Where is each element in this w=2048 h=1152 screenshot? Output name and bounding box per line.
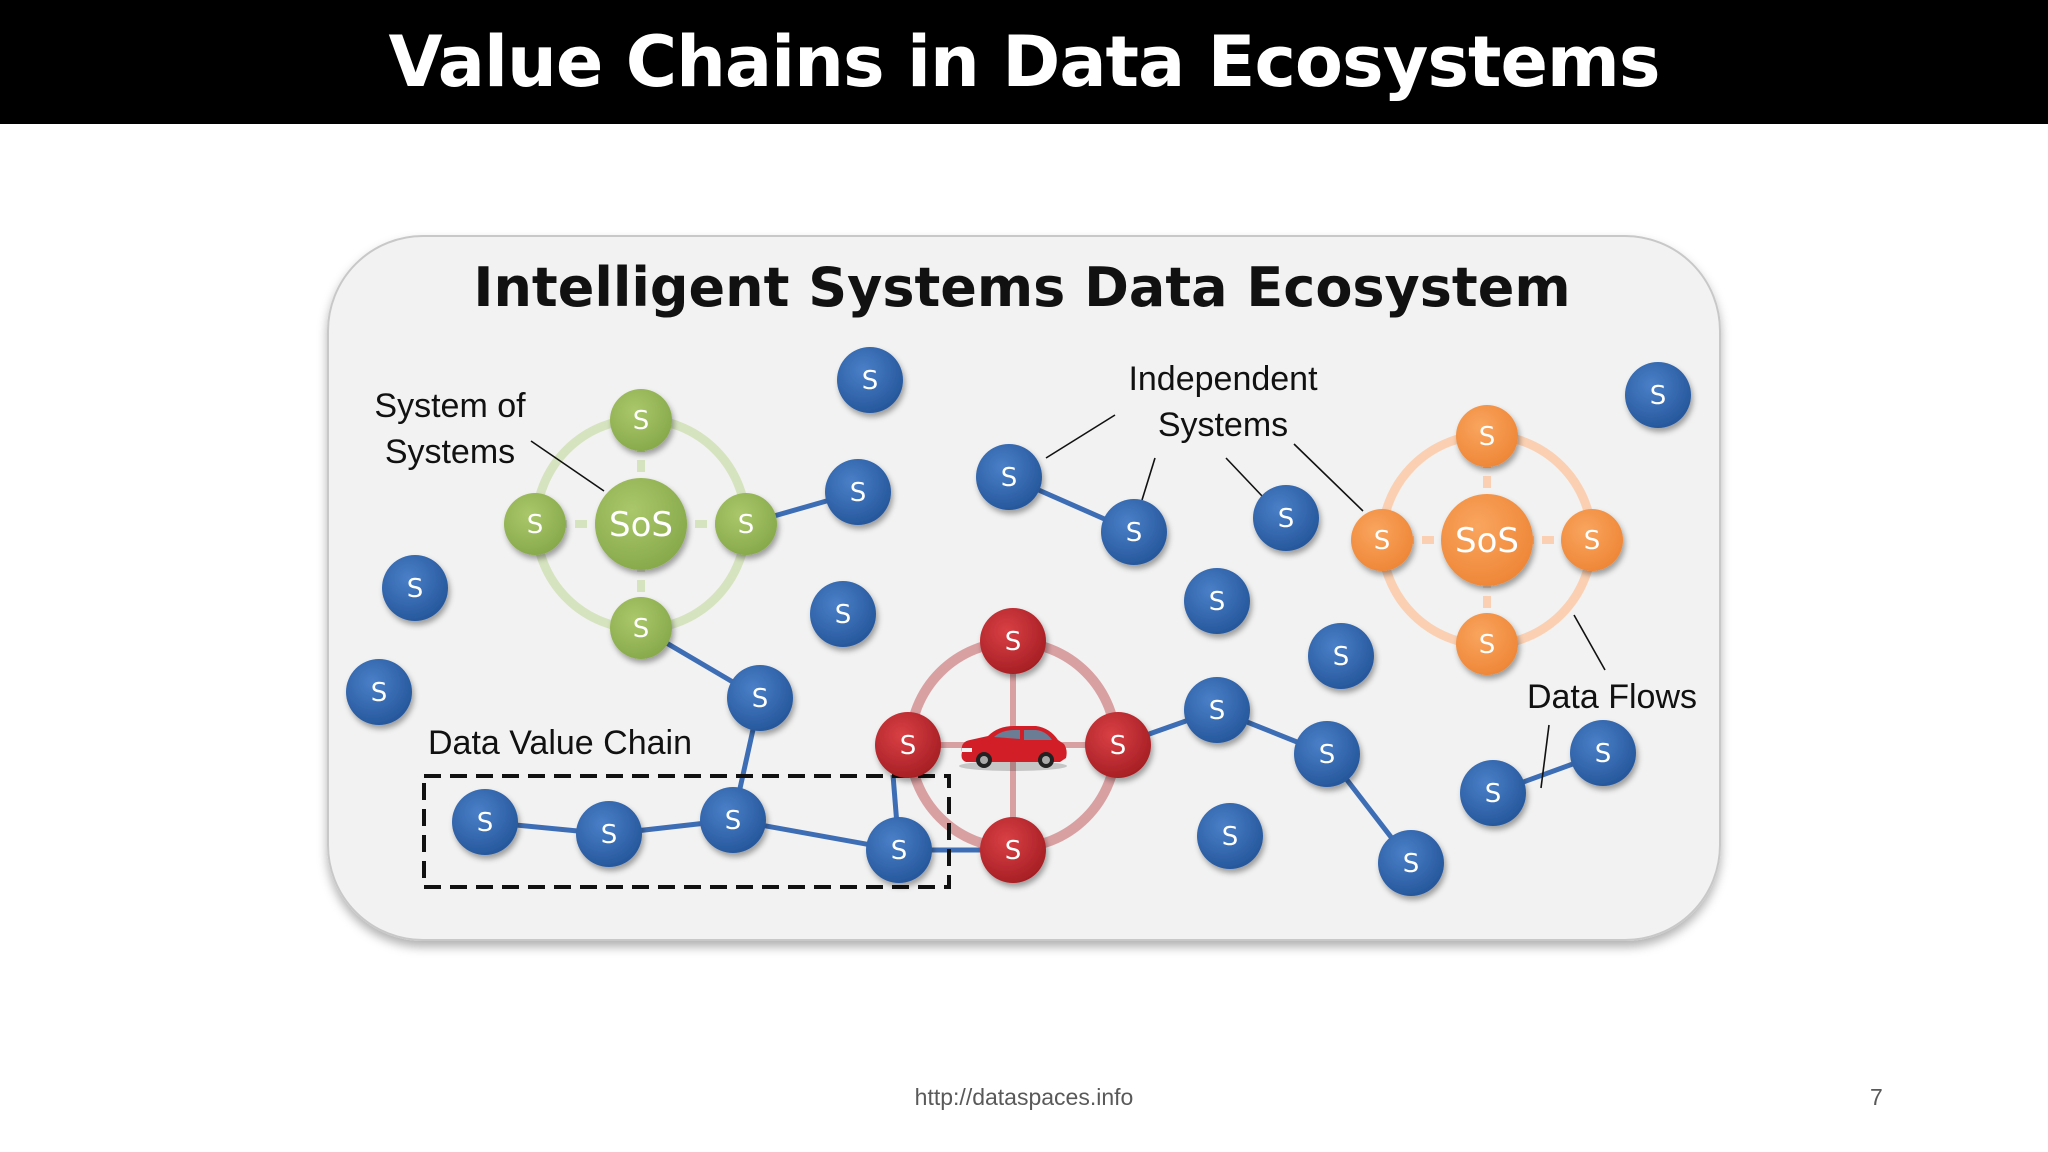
- svg-text:S: S: [1005, 836, 1022, 866]
- svg-text:S: S: [633, 614, 650, 644]
- label-system-of-line2: Systems: [385, 433, 515, 471]
- footer-url: http://dataspaces.info: [914, 1084, 1134, 1110]
- blue-node: S: [1101, 499, 1167, 565]
- svg-text:S: S: [1485, 779, 1502, 809]
- svg-text:S: S: [1005, 627, 1022, 657]
- svg-text:S: S: [1403, 849, 1420, 879]
- orange-node: S: [1456, 405, 1518, 467]
- svg-text:S: S: [862, 366, 879, 396]
- blue-node: S: [346, 659, 412, 725]
- blue-node: S: [866, 817, 932, 883]
- svg-text:S: S: [1209, 587, 1226, 617]
- svg-text:S: S: [633, 406, 650, 436]
- red-node: S: [980, 608, 1046, 674]
- blue-node: S: [1294, 721, 1360, 787]
- green-sos-hub: SoS: [595, 478, 687, 570]
- label-independent-line2: Systems: [1158, 406, 1288, 444]
- svg-text:S: S: [477, 808, 494, 838]
- label-independent-line1: Independent: [1128, 360, 1318, 398]
- red-node: S: [875, 712, 941, 778]
- svg-text:S: S: [725, 806, 742, 836]
- blue-node: S: [382, 555, 448, 621]
- svg-text:S: S: [601, 820, 618, 850]
- red-node: S: [1085, 712, 1151, 778]
- title-bar: Value Chains in Data Ecosystems: [0, 0, 2048, 124]
- page-number: 7: [1870, 1084, 1883, 1110]
- green-node: S: [610, 389, 672, 451]
- ecosystem-panel: [327, 235, 1721, 941]
- blue-node: S: [810, 581, 876, 647]
- blue-node: S: [1378, 830, 1444, 896]
- orange-sos-hub: SoS: [1441, 494, 1533, 586]
- blue-node: S: [1184, 677, 1250, 743]
- svg-text:S: S: [752, 684, 769, 714]
- svg-text:S: S: [1110, 731, 1127, 761]
- red-node: S: [980, 817, 1046, 883]
- green-node: S: [715, 493, 777, 555]
- hub-label: SoS: [609, 505, 673, 545]
- svg-text:S: S: [527, 510, 544, 540]
- orange-node: S: [1456, 613, 1518, 675]
- svg-text:S: S: [900, 731, 917, 761]
- svg-text:S: S: [850, 478, 867, 508]
- svg-text:S: S: [371, 678, 388, 708]
- blue-node: S: [1308, 623, 1374, 689]
- callout-lines: [530, 414, 1606, 789]
- blue-node: S: [1184, 568, 1250, 634]
- hub-label: SoS: [1455, 521, 1519, 561]
- svg-text:S: S: [1222, 822, 1239, 852]
- svg-text:S: S: [1319, 740, 1336, 770]
- blue-node: S: [825, 459, 891, 525]
- blue-node: S: [1197, 803, 1263, 869]
- blue-node: S: [700, 787, 766, 853]
- svg-text:S: S: [1479, 422, 1496, 452]
- svg-text:S: S: [738, 510, 755, 540]
- svg-text:S: S: [1333, 642, 1350, 672]
- svg-text:S: S: [1595, 739, 1612, 769]
- blue-node: S: [727, 665, 793, 731]
- blue-node: S: [976, 444, 1042, 510]
- label-data-value-chain: Data Value Chain: [428, 724, 692, 762]
- svg-text:S: S: [1479, 630, 1496, 660]
- svg-text:S: S: [1001, 463, 1018, 493]
- blue-node: S: [1625, 362, 1691, 428]
- panel-title: Intelligent Systems Data Ecosystem: [473, 256, 1570, 319]
- svg-text:S: S: [891, 836, 908, 866]
- blue-node: S: [1570, 720, 1636, 786]
- blue-node: S: [1460, 760, 1526, 826]
- orange-node: S: [1351, 509, 1413, 571]
- svg-text:S: S: [1650, 381, 1667, 411]
- orange-node: S: [1561, 509, 1623, 571]
- svg-text:S: S: [1374, 526, 1391, 556]
- svg-text:S: S: [1584, 526, 1601, 556]
- svg-text:S: S: [835, 600, 852, 630]
- label-system-of-line1: System of: [374, 387, 526, 425]
- svg-text:S: S: [1209, 696, 1226, 726]
- blue-node: S: [837, 347, 903, 413]
- red-car-icon: [959, 726, 1067, 771]
- slide-title: Value Chains in Data Ecosystems: [388, 21, 1660, 103]
- svg-text:S: S: [1278, 504, 1295, 534]
- svg-text:S: S: [407, 574, 424, 604]
- green-node: S: [504, 493, 566, 555]
- label-data-flows: Data Flows: [1527, 678, 1697, 716]
- data-value-chain-box: [422, 774, 951, 889]
- blue-node: S: [1253, 485, 1319, 551]
- blue-node: S: [452, 789, 518, 855]
- svg-text:S: S: [1126, 518, 1143, 548]
- green-node: S: [610, 597, 672, 659]
- blue-node: S: [576, 801, 642, 867]
